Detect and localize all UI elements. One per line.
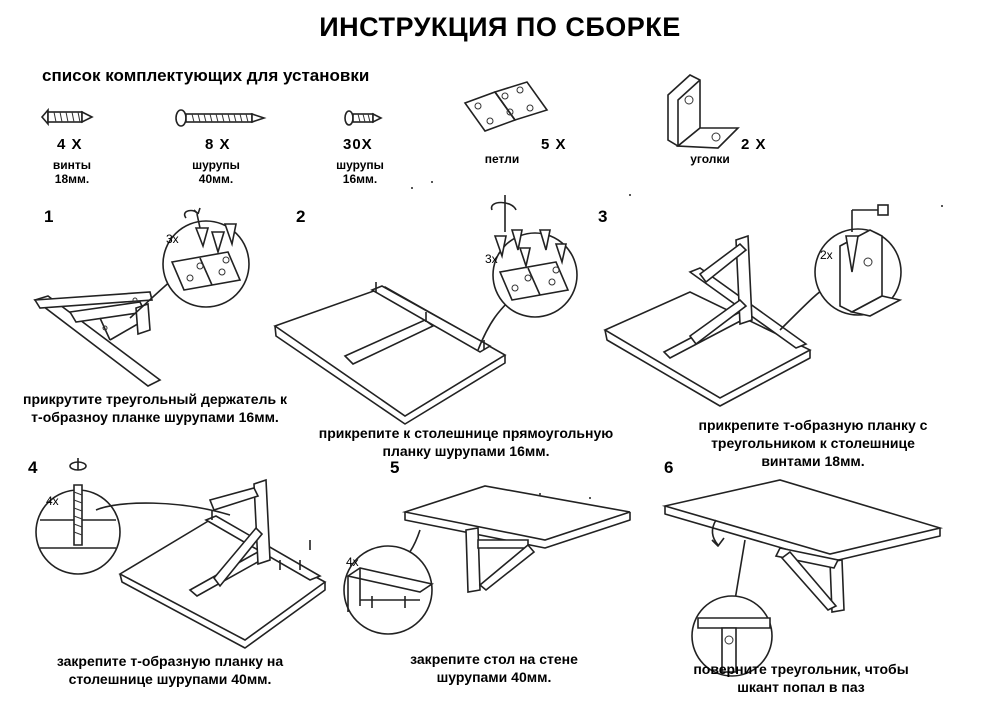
part-label-screw-16mm: шурупы 16мм. xyxy=(336,158,384,186)
step5-drawing xyxy=(343,485,631,635)
part-label-hinge: петли xyxy=(484,152,520,166)
step5-multiplier: 4x xyxy=(346,555,359,569)
step6-drawing xyxy=(661,479,944,677)
print-speckles xyxy=(411,181,943,499)
step6-caption: поверните треугольник, чтобы шкант попал… xyxy=(693,661,909,695)
step-number-6: 6 xyxy=(664,458,674,477)
step3-multiplier: 2x xyxy=(820,248,833,262)
step4-caption: закрепите т-образную планку на столешниц… xyxy=(56,653,284,687)
step2-caption: прикрепите к столешнице прямоугольную пл… xyxy=(318,425,614,459)
step3-drawing xyxy=(603,204,903,407)
part-qty-screw-40mm: 8 X xyxy=(205,136,231,153)
step2-multiplier: 3x xyxy=(485,252,498,266)
step1-multiplier: 3x xyxy=(166,232,179,246)
part-label-screw-18mm: винты 18мм. xyxy=(52,158,92,186)
step5-caption: закрепите стол на стене шурупами 40мм. xyxy=(410,651,578,685)
step3-caption: прикрепите т-образную планку с треугольн… xyxy=(698,417,928,469)
corner-bracket-icon xyxy=(667,74,740,149)
screw-40mm-icon xyxy=(175,109,267,127)
part-qty-screw-16mm: 30X xyxy=(343,136,373,153)
part-qty-bracket: 2 X xyxy=(741,136,767,153)
screw-18mm-icon xyxy=(40,107,94,127)
part-label-screw-40mm: шурупы 40мм. xyxy=(192,158,240,186)
step4-multiplier: 4x xyxy=(46,494,59,508)
part-qty-hinge: 5 X xyxy=(541,136,567,153)
step-number-2: 2 xyxy=(296,207,306,226)
step4-drawing xyxy=(35,458,327,649)
page-title: ИНСТРУКЦИЯ ПО СБОРКЕ xyxy=(319,12,681,42)
step-number-5: 5 xyxy=(390,458,400,477)
step-number-4: 4 xyxy=(28,458,38,477)
parts-heading: список комплектующих для установки xyxy=(42,66,370,85)
screw-16mm-icon xyxy=(344,110,383,126)
step1-caption: прикрутите треугольный держатель к т-обр… xyxy=(23,391,287,425)
step2-drawing xyxy=(273,195,578,425)
part-qty-screw-18mm: 4 X xyxy=(57,136,83,153)
step-number-3: 3 xyxy=(598,207,608,226)
part-label-bracket: уголки xyxy=(690,152,730,166)
hinge-icon xyxy=(463,81,549,132)
step-number-1: 1 xyxy=(44,207,54,226)
step1-drawing xyxy=(33,207,250,387)
